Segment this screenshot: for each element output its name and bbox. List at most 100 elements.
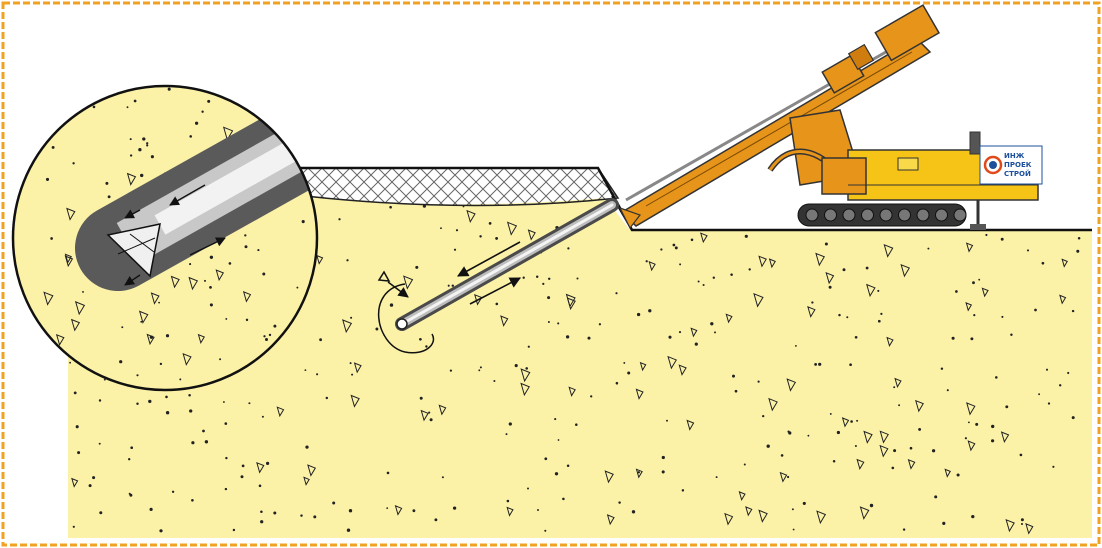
soil-speck	[246, 319, 248, 321]
soil-speck	[1005, 405, 1008, 408]
soil-speck	[69, 362, 71, 364]
soil-speck	[305, 445, 308, 448]
soil-speck	[666, 420, 668, 422]
soil-speck	[957, 473, 960, 476]
soil-speck	[489, 222, 492, 225]
soil-speck	[1021, 518, 1024, 521]
soil-speck	[148, 400, 151, 403]
soil-speck	[615, 292, 617, 294]
soil-speck	[463, 205, 465, 207]
soil-speck	[803, 502, 806, 505]
soil-speck	[452, 284, 454, 286]
soil-speck	[555, 472, 558, 475]
soil-speck	[149, 508, 152, 511]
soil-speck	[326, 397, 328, 399]
soil-speck	[544, 457, 547, 460]
soil-speck	[566, 335, 569, 338]
soil-speck	[558, 439, 560, 441]
soil-speck	[1048, 402, 1050, 404]
soil-speck	[1067, 372, 1069, 374]
soil-speck	[151, 155, 154, 158]
soil-speck	[158, 302, 160, 304]
soil-speck	[903, 528, 905, 530]
soil-speck	[762, 415, 764, 417]
soil-speck	[927, 248, 929, 250]
soil-speck	[130, 446, 133, 449]
soil-speck	[843, 268, 846, 271]
soil-speck	[300, 514, 302, 516]
soil-speck	[1059, 384, 1061, 386]
soil-speck	[244, 234, 246, 236]
soil-speck	[662, 470, 665, 473]
soil-speck	[1078, 237, 1081, 240]
soil-speck	[260, 510, 263, 513]
soil-speck	[870, 504, 873, 507]
track-wheels	[806, 209, 966, 221]
soil-speck	[787, 476, 789, 478]
soil-speck	[159, 529, 162, 532]
soil-speck	[188, 394, 191, 397]
soil-speck	[968, 421, 970, 423]
soil-speck	[891, 467, 894, 470]
soil-speck	[507, 500, 510, 503]
soil-speck	[415, 266, 418, 269]
soil-speck	[428, 412, 430, 414]
soil-speck	[587, 337, 590, 340]
soil-speck	[732, 375, 735, 378]
soil-speck	[296, 287, 298, 289]
soil-speck	[93, 106, 96, 109]
soil-speck	[855, 445, 857, 447]
company-logo: ИНЖ ПРОЕК СТРОЙ	[980, 146, 1042, 184]
soil-speck	[703, 284, 705, 286]
soil-speck	[537, 509, 539, 511]
soil-speck	[941, 367, 943, 369]
soil-speck	[241, 475, 244, 478]
soil-speck	[648, 309, 651, 312]
soil-speck	[82, 291, 84, 293]
soil-speck	[204, 280, 206, 282]
track-wheel	[899, 209, 911, 221]
soil-speck	[375, 328, 378, 331]
soil-speck	[495, 303, 498, 306]
soil-speck	[856, 420, 858, 422]
soil-speck	[223, 401, 225, 403]
track-wheel	[954, 209, 966, 221]
soil-speck	[77, 451, 80, 454]
soil-speck	[146, 144, 148, 146]
soil-speck	[136, 374, 138, 376]
soil-speck	[259, 484, 262, 487]
soil-speck	[130, 154, 132, 156]
soil-speck	[970, 337, 973, 340]
soil-speck	[386, 507, 388, 509]
soil-speck	[166, 411, 169, 414]
soil-speck	[172, 491, 174, 493]
soil-speck	[972, 281, 975, 284]
soil-speck	[675, 246, 678, 249]
soil-speck	[74, 391, 77, 394]
soil-speck	[880, 313, 882, 315]
soil-speck	[319, 338, 322, 341]
soil-speck	[479, 235, 481, 237]
soil-speck	[714, 331, 716, 333]
soil-speck	[544, 530, 546, 532]
soil-speck	[668, 336, 671, 339]
soil-speck	[210, 256, 213, 259]
soil-speck	[349, 509, 352, 512]
soil-speck	[219, 358, 221, 360]
soil-speck	[52, 146, 55, 149]
soil-speck	[179, 378, 181, 380]
soil-speck	[127, 106, 129, 108]
soil-speck	[313, 515, 316, 518]
soil-speck	[995, 376, 998, 379]
soil-speck	[952, 337, 955, 340]
soil-speck	[434, 518, 437, 521]
soil-speck	[1052, 466, 1054, 468]
soil-speck	[745, 235, 748, 238]
soil-speck	[877, 290, 879, 292]
soil-speck	[730, 273, 733, 276]
soil-speck	[1027, 249, 1029, 251]
soil-speck	[92, 476, 95, 479]
soil-speck	[119, 360, 122, 363]
soil-speck	[942, 522, 945, 525]
soil-speck	[248, 402, 250, 404]
